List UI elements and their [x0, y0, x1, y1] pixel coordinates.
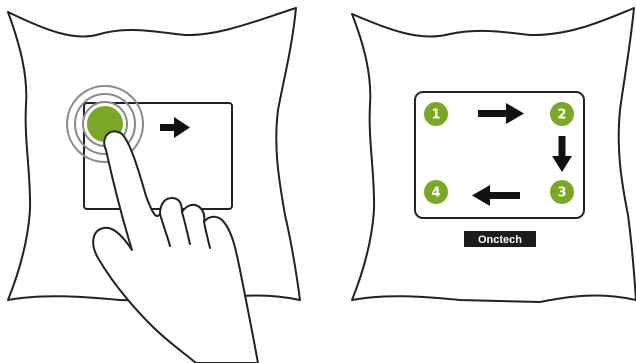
- arrow-right-icon: [160, 117, 190, 138]
- step-1-badge: 1: [424, 102, 448, 126]
- step-4-badge: 4: [424, 180, 448, 204]
- step-2-badge: 2: [550, 102, 574, 126]
- right-panel: 1 2 3 4 Onctech: [351, 7, 636, 303]
- arrow-down-icon: [552, 136, 572, 172]
- brand-logo: Onctech: [464, 231, 536, 247]
- step-4-label: 4: [431, 186, 440, 201]
- touch-ring-outer: [66, 85, 144, 163]
- step-1-label: 1: [431, 108, 440, 123]
- step-3-badge: 3: [550, 180, 574, 204]
- brand-logo-text: Onctech: [478, 234, 522, 246]
- step-2-label: 2: [557, 108, 566, 123]
- touch-ring-middle: [74, 93, 136, 155]
- arrow-right-icon: [478, 103, 524, 124]
- arrow-left-icon: [472, 185, 520, 206]
- hand-pointer-icon: [92, 130, 259, 363]
- right-touch-pad: [414, 91, 585, 219]
- step-3-label: 3: [557, 186, 566, 201]
- left-panel: [7, 7, 301, 363]
